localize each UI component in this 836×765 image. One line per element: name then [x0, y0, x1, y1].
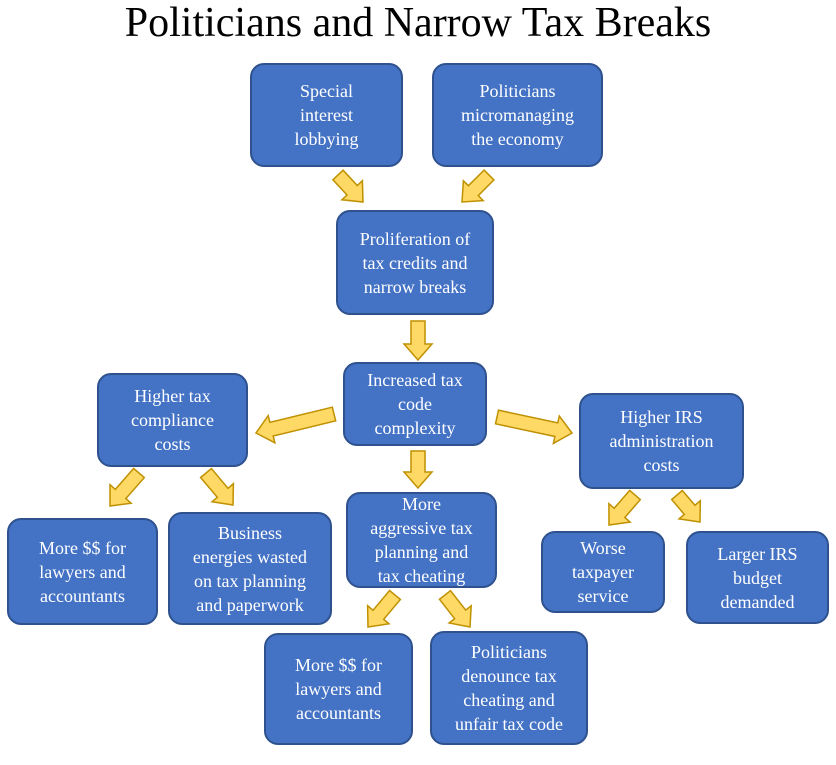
arrow-lobbying-to-proliferation: [331, 169, 364, 203]
arrow-irs-admin-to-worse-service: [608, 489, 642, 526]
node-label: Larger IRS budget demanded: [717, 543, 798, 612]
arrow-irs-admin-to-budget: [670, 489, 702, 523]
arrow-compliance-to-lawyers: [109, 467, 146, 507]
arrow-compliance-to-business: [199, 467, 235, 506]
node-label: Politicians micromanaging the economy: [461, 81, 574, 149]
node-label: More aggressive tax planning and tax che…: [370, 494, 473, 586]
node-proliferation-tax-credits: Proliferation of tax credits and narrow …: [336, 210, 494, 315]
node-label: Worse taxpayer service: [572, 538, 634, 606]
arrow-aggressive-to-denounce: [438, 589, 473, 628]
node-higher-irs-admin-costs: Higher IRS administration costs: [579, 393, 744, 489]
arrow-complexity-to-irs-admin: [494, 409, 574, 445]
node-politicians-micromanaging: Politicians micromanaging the economy: [432, 63, 603, 167]
node-increased-complexity: Increased tax code complexity: [343, 362, 487, 446]
node-politicians-denounce: Politicians denounce tax cheating and un…: [430, 631, 588, 745]
node-label: Higher IRS administration costs: [609, 407, 714, 475]
arrow-aggressive-to-lawyers: [366, 589, 402, 628]
node-label: Politicians denounce tax cheating and un…: [455, 642, 563, 734]
node-label: More $$ for lawyers and accountants: [295, 655, 382, 723]
node-label: Increased tax code complexity: [367, 370, 463, 438]
diagram-title: Politicians and Narrow Tax Breaks: [124, 0, 712, 46]
arrow-micromanaging-to-proliferation: [461, 169, 495, 203]
node-label: Special interest lobbying: [294, 81, 359, 149]
node-label: More $$ for lawyers and accountants: [39, 537, 126, 606]
node-business-energies-wasted: Business energies wasted on tax planning…: [168, 512, 332, 625]
node-label: Proliferation of tax credits and narrow …: [359, 228, 471, 297]
arrow-complexity-to-aggressive: [402, 450, 434, 490]
node-higher-compliance-costs: Higher tax compliance costs: [97, 373, 248, 467]
arrow-proliferation-to-complexity: [402, 320, 434, 362]
node-worse-taxpayer-service: Worse taxpayer service: [541, 531, 665, 613]
node-label: Higher tax compliance costs: [131, 386, 214, 454]
node-special-interest-lobbying: Special interest lobbying: [250, 63, 403, 167]
arrow-complexity-to-compliance: [254, 406, 337, 445]
node-larger-irs-budget: Larger IRS budget demanded: [686, 531, 829, 624]
node-aggressive-tax-planning: More aggressive tax planning and tax che…: [346, 492, 497, 588]
node-more-money-lawyers-mid: More $$ for lawyers and accountants: [264, 633, 413, 745]
node-label: Business energies wasted on tax planning…: [192, 522, 308, 615]
node-more-money-lawyers-left: More $$ for lawyers and accountants: [7, 518, 158, 625]
